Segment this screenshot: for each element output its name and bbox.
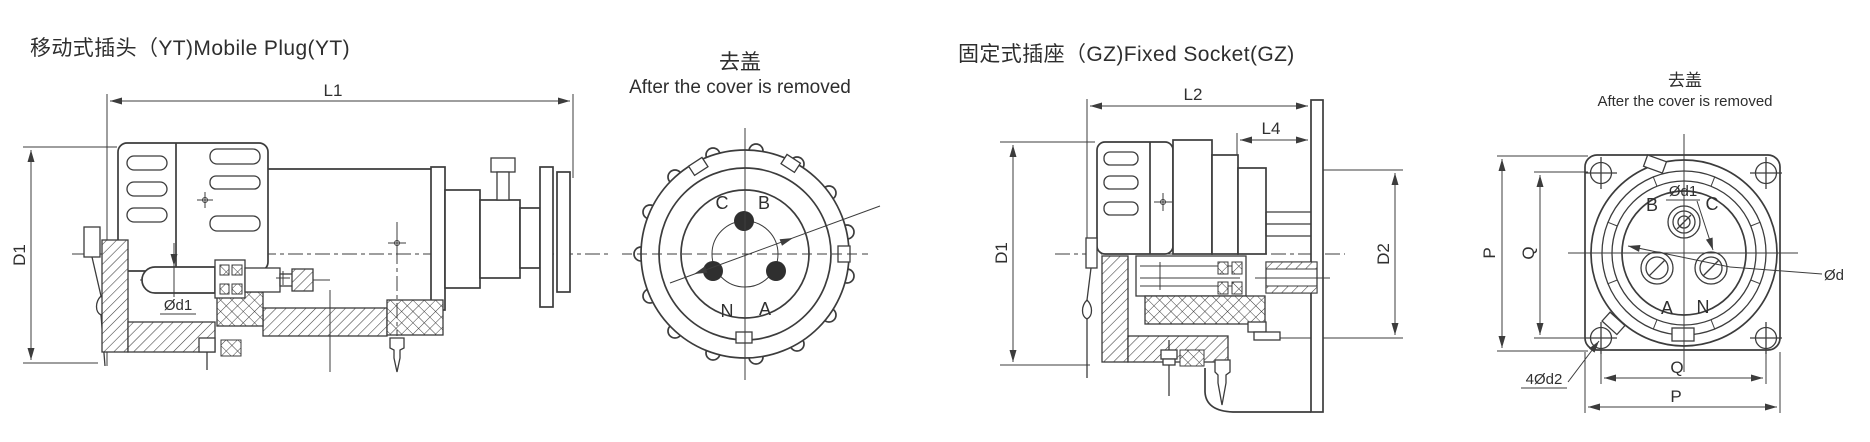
socket-flange-corner	[1204, 368, 1311, 413]
socket-insulator-section	[1144, 295, 1266, 325]
socket-clamp-nut	[1160, 349, 1178, 360]
socket-cover-caption-en: After the cover is removed	[1597, 93, 1773, 110]
socket-terminal-studs	[1265, 211, 1311, 237]
plug-title: 移动式插头（YT)Mobile Plug(YT)	[30, 37, 350, 60]
plug-shell-section	[101, 239, 129, 353]
plug-length-label: L1	[324, 81, 343, 100]
plug-diameter-label: D1	[10, 244, 29, 266]
plug-pin-a	[766, 261, 786, 281]
socket-key-slot	[1671, 327, 1695, 342]
socket-side-view: D1 L2 L4 D2	[992, 85, 1403, 413]
plug-cover-caption-zh: 去盖	[719, 51, 761, 74]
plug-pin-label-c: C	[716, 193, 729, 213]
socket-hanging-screw	[1214, 359, 1231, 406]
socket-shell-section	[1101, 255, 1129, 363]
socket-contact-label-n: N	[1697, 297, 1710, 317]
socket-contact-label-a: A	[1661, 298, 1673, 318]
socket-barrel	[1172, 139, 1213, 255]
socket-length-label: L2	[1184, 85, 1203, 104]
socket-bayonet-segments	[1607, 176, 1761, 330]
plug-key-slot	[735, 331, 753, 344]
socket-face-view: B C A N Ød1 Ød Q P P	[1480, 134, 1844, 413]
socket-key-slot	[1601, 311, 1626, 336]
plug-clamp-screw	[198, 337, 216, 353]
plug-pin-label-a: A	[759, 299, 771, 319]
plug-hanging-screw	[389, 337, 405, 373]
socket-contact-dia2-leader	[1627, 244, 1731, 268]
plug-contact-pin	[141, 266, 216, 294]
plug-latch-clip	[83, 226, 101, 258]
socket-mounting-flange	[1310, 99, 1324, 413]
plug-face-view: C B N A	[622, 128, 881, 380]
plug-screw-center-mark	[388, 234, 406, 252]
socket-front-length-label: L4	[1262, 119, 1281, 138]
socket-hole-spacing-label-h: Q	[1670, 358, 1683, 377]
plug-key-slot	[687, 156, 709, 177]
plug-side-view: L1 D1	[10, 81, 612, 373]
plug-pin-b	[734, 211, 754, 231]
plug-pin-diameter-label: Ød1	[164, 297, 192, 314]
socket-diameter-label: D1	[992, 242, 1011, 264]
socket-flange-size-label-h: P	[1670, 387, 1681, 406]
socket-contact-dia-label: Ød1	[1669, 183, 1697, 200]
plug-pin-n	[703, 261, 723, 281]
plug-gland-nut	[479, 199, 521, 279]
plug-pin-label-b: B	[758, 193, 770, 213]
socket-cover-caption: 去盖 After the cover is removed	[1510, 66, 1860, 110]
socket-hole-spacing-label-v: Q	[1519, 246, 1538, 259]
socket-key-slot	[1642, 154, 1668, 174]
socket-body-dia-label: D2	[1374, 243, 1393, 265]
plug-pin-label-n: N	[721, 301, 734, 321]
socket-center-mark	[1154, 193, 1172, 211]
socket-lanyard-ring	[1081, 299, 1093, 320]
socket-cover-caption-zh: 去盖	[1668, 71, 1702, 90]
socket-mount-holes-label: 4Ød2	[1526, 371, 1563, 388]
plug-cover-caption-en: After the cover is removed	[629, 77, 851, 98]
socket-contact-dia2-label: Ød	[1824, 267, 1844, 284]
socket-latch-clip	[1085, 237, 1098, 269]
plug-cover-caption: 去盖 After the cover is removed	[515, 46, 965, 99]
plug-gland-flange	[430, 166, 446, 311]
plug-key-slot	[780, 153, 802, 174]
socket-flange-size-label-v: P	[1480, 247, 1499, 258]
plug-cap-center-mark	[197, 192, 213, 208]
socket-contacts	[1640, 205, 1728, 285]
socket-title: 固定式插座（GZ)Fixed Socket(GZ)	[958, 43, 1295, 66]
socket-contact-label-b: B	[1646, 195, 1658, 215]
socket-contact-label-c: C	[1706, 194, 1719, 214]
